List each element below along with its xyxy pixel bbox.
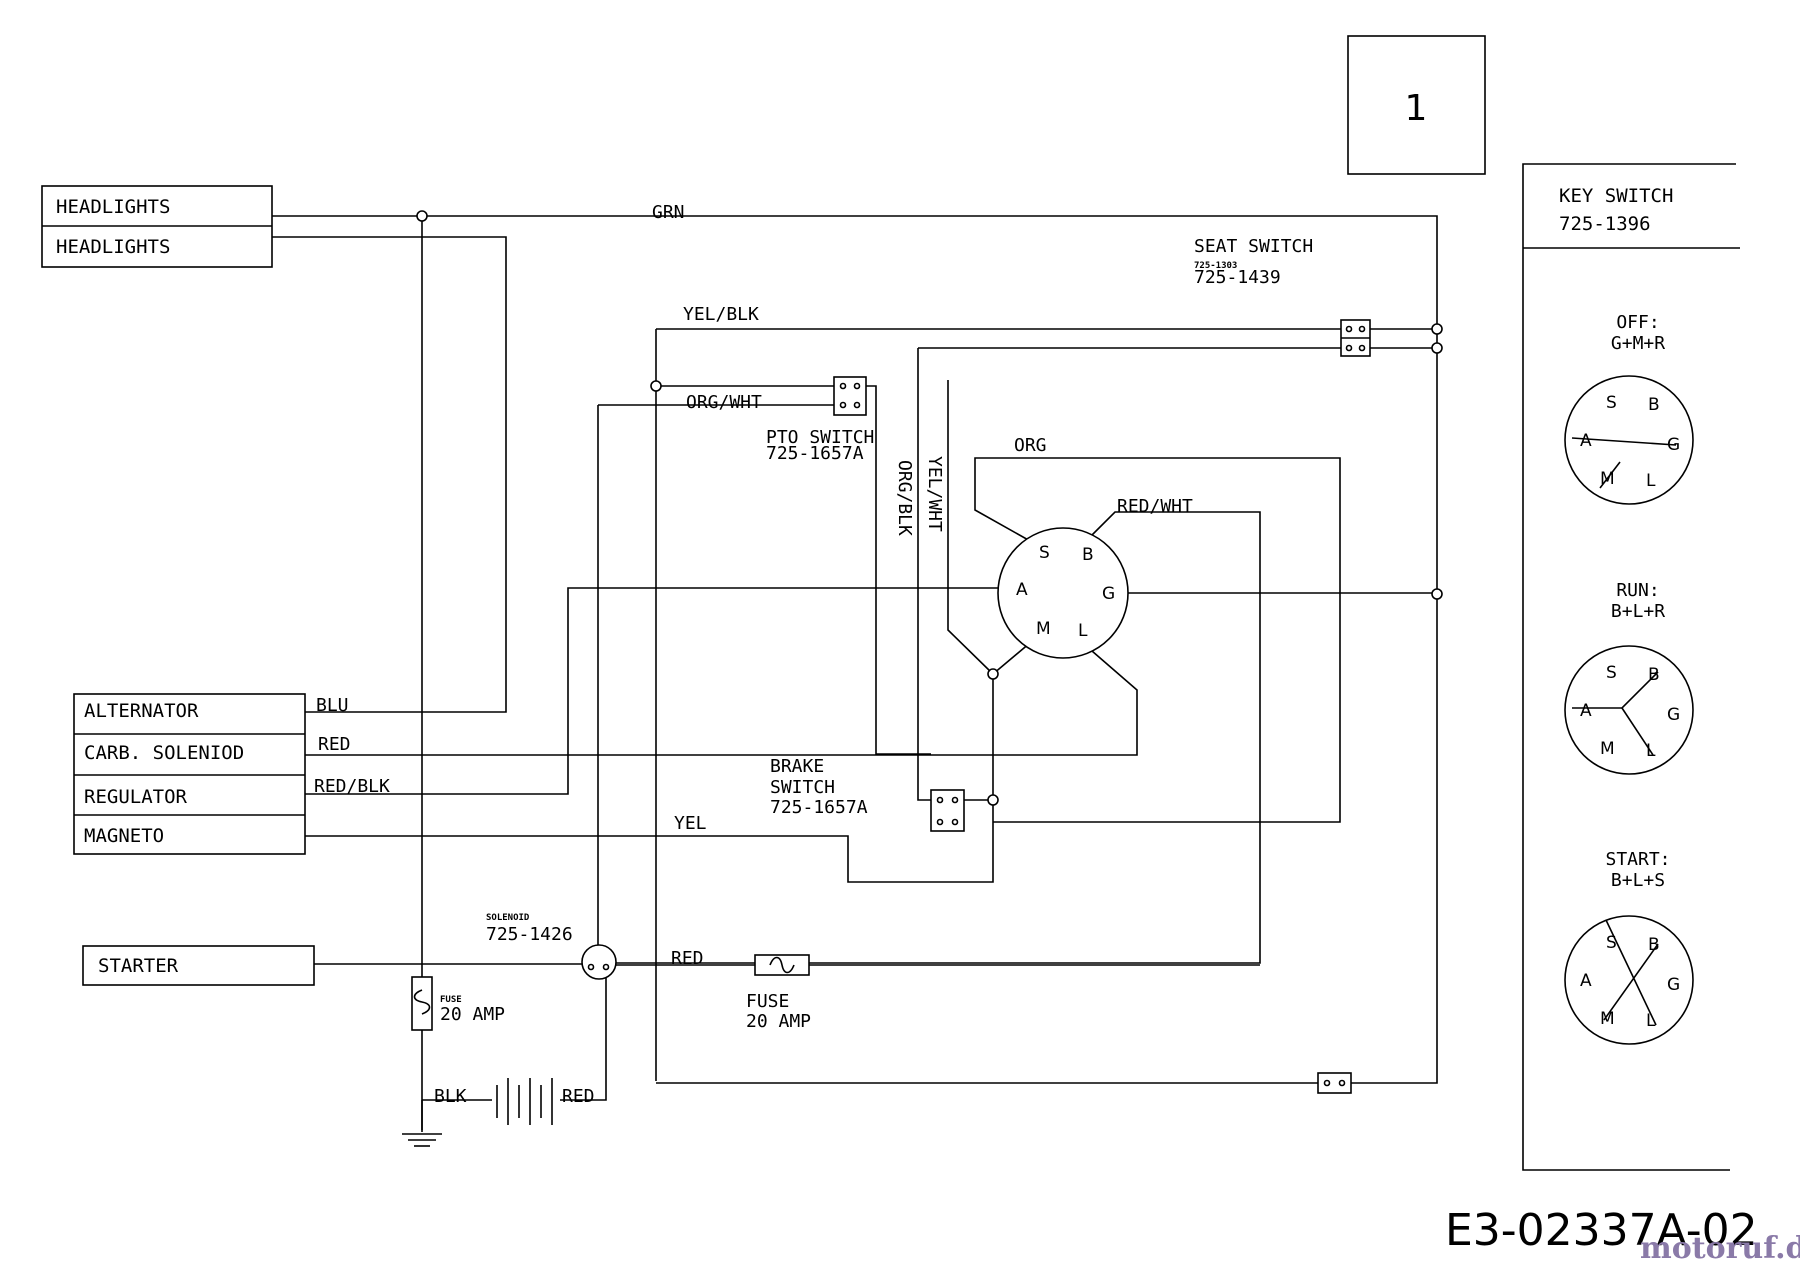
- battery: [496, 1078, 553, 1125]
- start-position-name: START:: [1605, 849, 1670, 870]
- wire-label-red-carb: RED: [318, 734, 351, 755]
- headlights-box: [41, 185, 273, 268]
- key-terminal-s: S: [1039, 543, 1050, 563]
- run-position-combo: B+L+R: [1611, 601, 1665, 622]
- seat-switch: [1340, 319, 1371, 357]
- brake-switch: [930, 789, 965, 832]
- svg-text:G: G: [1667, 975, 1680, 995]
- brake-switch-part: 725-1657A: [770, 797, 868, 818]
- wire-label-red-wht: RED/WHT: [1117, 496, 1193, 517]
- svg-text:G: G: [1667, 435, 1680, 455]
- pto-switch-part: 725-1657A: [766, 443, 864, 464]
- bus-fuse-label-1: FUSE: [440, 995, 462, 1005]
- svg-text:M: M: [1600, 1009, 1615, 1029]
- key-switch-title: KEY SWITCH: [1559, 185, 1673, 207]
- junction-dots: [416, 210, 1443, 806]
- wire-label-org-wht: ORG/WHT: [686, 392, 762, 413]
- key-terminal-l: L: [1078, 621, 1088, 641]
- svg-text:S: S: [1606, 663, 1617, 683]
- wire-label-blu: BLU: [316, 695, 349, 716]
- alternator-label: ALTERNATOR: [84, 700, 199, 722]
- wire-label-yel-blk: YEL/BLK: [683, 304, 759, 325]
- wire-label-red-fuse: RED: [671, 948, 704, 969]
- headlights-label-2: HEADLIGHTS: [56, 236, 170, 258]
- svg-text:S: S: [1606, 393, 1617, 413]
- wire-label-yel-wht: YEL/WHT: [924, 456, 945, 532]
- starter-box: [82, 945, 315, 986]
- main-fuse: [754, 954, 810, 976]
- pto-switch: [833, 376, 867, 416]
- seat-switch-part: 725-1439: [1194, 267, 1281, 288]
- starter-solenoid: [581, 944, 617, 980]
- wire-label-red-blk: RED/BLK: [314, 776, 390, 797]
- magneto-label: MAGNETO: [84, 825, 164, 847]
- bus-fuse: [411, 976, 433, 1031]
- run-position-name: RUN:: [1616, 580, 1659, 601]
- part-number: E3-02337A-02: [1445, 1205, 1758, 1256]
- bottom-switch: [1317, 1072, 1352, 1094]
- solenoid-part: 725-1426: [486, 924, 573, 945]
- main-fuse-label-1: FUSE: [746, 991, 789, 1012]
- key-terminal-a: A: [1016, 580, 1028, 600]
- svg-text:G: G: [1667, 705, 1680, 725]
- wire-label-org: ORG: [1014, 435, 1047, 456]
- svg-text:M: M: [1600, 469, 1615, 489]
- key-terminal-b: B: [1082, 545, 1094, 565]
- svg-text:L: L: [1646, 741, 1656, 761]
- wire-label-org-blk: ORG/BLK: [894, 460, 915, 536]
- brake-switch-title-1: BRAKE: [770, 756, 824, 777]
- svg-text:A: A: [1580, 431, 1592, 451]
- svg-text:M: M: [1600, 739, 1615, 759]
- seat-switch-alt-part: 725-1303: [1194, 261, 1237, 271]
- svg-text:S: S: [1606, 933, 1617, 953]
- key-switch-part: 725-1396: [1559, 213, 1651, 235]
- diagram-number: 1: [1405, 88, 1428, 129]
- key-diagram-off: [1564, 375, 1694, 505]
- svg-text:B: B: [1648, 935, 1660, 955]
- wire-label-red-batt: RED: [562, 1086, 595, 1107]
- start-position-combo: B+L+S: [1611, 870, 1665, 891]
- brake-switch-title-2: SWITCH: [770, 777, 835, 798]
- wire-label-yel: YEL: [674, 813, 707, 834]
- starter-label: STARTER: [98, 955, 179, 977]
- key-terminal-m: M: [1036, 619, 1051, 639]
- wire-label-blk: BLK: [434, 1086, 467, 1107]
- key-switch-main: [997, 527, 1129, 659]
- engine-components-box: [73, 693, 306, 855]
- ground-symbol: [402, 1133, 442, 1147]
- key-diagram-start: [1564, 915, 1694, 1045]
- key-switch-legend: [1522, 163, 1740, 1171]
- key-diagram-run: [1564, 645, 1694, 775]
- bus-fuse-label-2: 20 AMP: [440, 1004, 505, 1025]
- off-position-combo: G+M+R: [1611, 333, 1665, 354]
- main-fuse-label-2: 20 AMP: [746, 1011, 811, 1032]
- pto-switch-title: PTO SWITCH: [766, 427, 874, 448]
- off-position-name: OFF:: [1616, 312, 1659, 333]
- svg-text:B: B: [1648, 395, 1660, 415]
- svg-text:L: L: [1646, 471, 1656, 491]
- wire-label-grn: GRN: [652, 202, 685, 223]
- svg-text:B: B: [1648, 665, 1660, 685]
- key-terminal-g: G: [1102, 584, 1115, 604]
- seat-switch-title: SEAT SWITCH: [1194, 236, 1313, 257]
- svg-text:A: A: [1580, 971, 1592, 991]
- svg-text:L: L: [1646, 1011, 1656, 1031]
- carb-solenoid-label: CARB. SOLENIOD: [84, 742, 244, 764]
- headlights-label-1: HEADLIGHTS: [56, 196, 170, 218]
- diagram-number-box: [1347, 35, 1486, 175]
- regulator-label: REGULATOR: [84, 786, 188, 808]
- watermark: motoruf.de: [1640, 1231, 1800, 1266]
- svg-text:A: A: [1580, 701, 1592, 721]
- solenoid-title: SOLENOID: [486, 913, 530, 923]
